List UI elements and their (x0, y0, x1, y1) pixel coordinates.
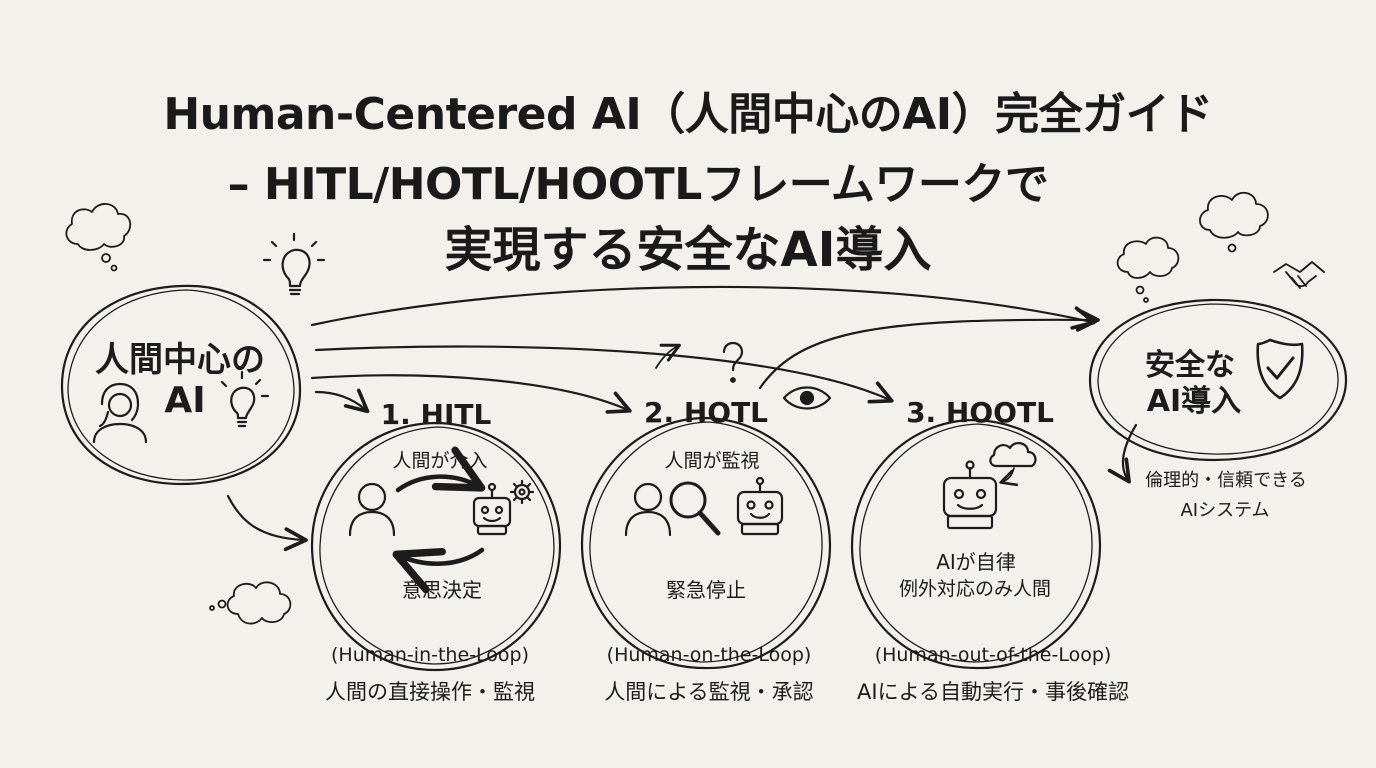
goal-note-line-2: AIシステム (1180, 500, 1270, 521)
hootl-bottom-label-1: AIが自律 (936, 550, 1016, 574)
cloud-icon (989, 442, 1037, 487)
thought-bubble-icon (65, 203, 132, 272)
person-icon (92, 382, 148, 444)
cycle-arrows-icon (392, 446, 486, 594)
source-node-circle (60, 284, 302, 486)
hitl-heading: 1. HITL (380, 398, 492, 431)
hootl-circle (850, 418, 1102, 670)
person-icon (624, 482, 672, 537)
title-line-1: Human-Centered AI（人間中心のAI）完全ガイド (163, 89, 1213, 140)
gear-icon (509, 479, 535, 505)
hootl-full-name: (Human-out-of-the-Loop) (874, 644, 1112, 666)
magnifier-icon (669, 481, 721, 536)
handshake-icon (1273, 261, 1325, 289)
hootl-description: AIによる自動実行・事後確認 (857, 680, 1129, 704)
question-icon (722, 341, 744, 383)
hootl-bottom-label-2: 例外対応のみ人間 (898, 578, 1051, 600)
hitl-circle (310, 421, 562, 672)
lightbulb-icon (220, 370, 270, 428)
hotl-bottom-label: 緊急停止 (666, 578, 746, 602)
hitl-bottom-label: 意思決定 (402, 578, 482, 602)
hitl-full-name: (Human-in-the-Loop) (331, 644, 529, 666)
thought-bubble-icon (1116, 236, 1180, 303)
person-icon (348, 482, 396, 537)
source-node-label-2: AI (164, 380, 206, 421)
arrow-source-to-hotl (310, 374, 632, 414)
thought-bubble-icon (1199, 191, 1269, 253)
arrow-source-to-hitl-bottom (226, 494, 308, 552)
robot-icon (942, 460, 998, 530)
eye-icon (782, 386, 832, 410)
arrow-source-to-hootl (314, 345, 894, 404)
goal-node-label-1: 安全な (1145, 348, 1235, 383)
hotl-description: 人間による監視・承認 (604, 680, 814, 704)
hotl-top-label: 人間が監視 (664, 450, 760, 472)
hotl-full-name: (Human-on-the-Loop) (606, 644, 812, 666)
thought-bubble-icon (209, 581, 292, 625)
hitl-top-label: 人間が介入 (392, 450, 488, 472)
title-line-3: 実現する安全なAI導入 (444, 222, 932, 278)
shield-check-icon (1256, 338, 1304, 400)
hitl-description: 人間の直接操作・監視 (325, 680, 535, 704)
robot-icon (736, 476, 784, 536)
goal-node-circle (1088, 298, 1348, 462)
title-line-2: – HITL/HOTL/HOOTLフレームワークで (227, 159, 1049, 210)
hotl-circle (580, 416, 832, 670)
arrow-source-to-goal (310, 285, 1096, 330)
arrow-goal-to-note (1107, 423, 1138, 484)
source-node-label-1: 人間中心の (95, 340, 265, 380)
arrow-hotl-to-goal (758, 307, 1100, 390)
hootl-heading: 3. HOOTL (906, 396, 1054, 429)
goal-node-label-2: AI導入 (1146, 384, 1242, 419)
goal-note-line-1: 倫理的・信頼できる (1145, 470, 1307, 491)
lightbulb-icon (262, 232, 326, 296)
curved-arrow-icon (655, 343, 681, 369)
arrow-source-to-hitl-top (314, 388, 370, 414)
hotl-heading: 2. HOTL (643, 396, 769, 429)
robot-icon (472, 482, 512, 536)
